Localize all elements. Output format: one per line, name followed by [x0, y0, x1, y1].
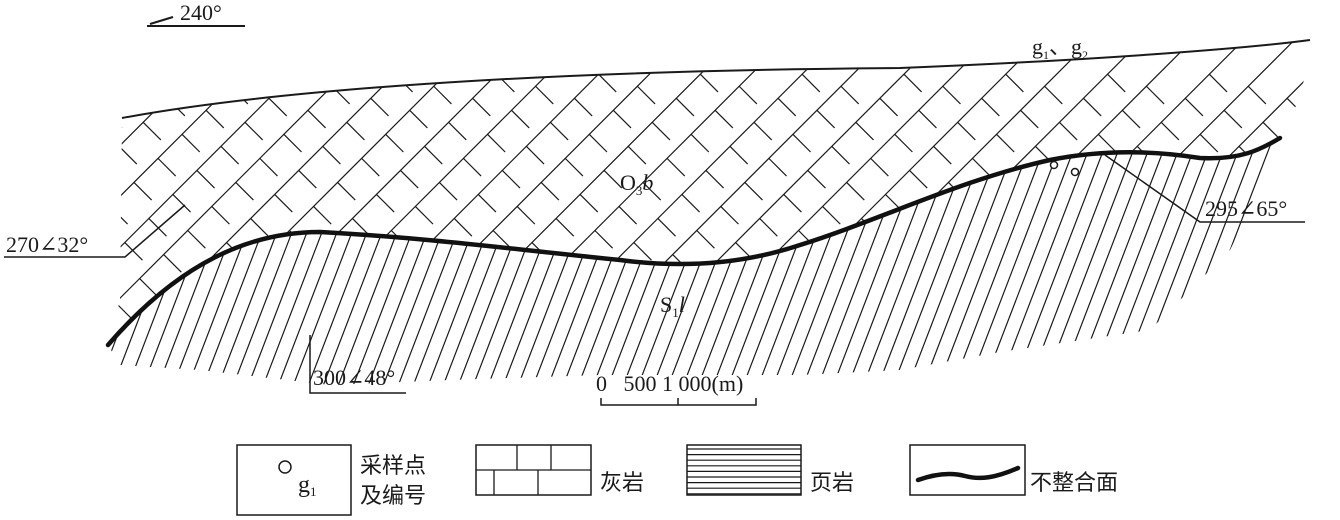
attitude-right-label: 295∠65° [1205, 196, 1287, 221]
stratum-label-upper: O3b [620, 170, 653, 198]
azimuth-marker: 240° [147, 0, 245, 27]
limestone-unit [108, 40, 1312, 345]
legend-item-shale: 页岩 [686, 444, 854, 496]
sample-symbol-icon [278, 460, 292, 474]
legend: g1 采样点 及编号 灰岩 页岩 不整合面 [236, 444, 1118, 516]
scale-bar-label: 0 500 1 000(m) [596, 371, 743, 396]
sample-label: g1、g2 [1032, 34, 1088, 62]
legend-sample-label-line1: 采样点 [360, 454, 426, 479]
legend-item-limestone: 灰岩 [475, 444, 644, 496]
attitude-left: 270∠32° [4, 204, 186, 258]
attitude-left-label: 270∠32° [6, 232, 88, 257]
legend-sample-label-line2: 及编号 [360, 484, 426, 509]
legend-limestone-label: 灰岩 [600, 471, 644, 496]
azimuth-label: 240° [180, 0, 222, 25]
sample-points: g1、g2 [1032, 34, 1088, 177]
scale-bar: 0 500 1 000(m) [596, 371, 757, 406]
attitude-bottom-label: 300∠48° [313, 365, 395, 390]
legend-item-unconformity: 不整合面 [909, 444, 1118, 496]
attitude-bottom: 300∠48° [309, 335, 406, 394]
legend-sample-symbol: g1 [298, 472, 317, 499]
sample-point-g1 [1049, 160, 1059, 170]
legend-unconformity-label: 不整合面 [1030, 471, 1118, 496]
attitude-right: 295∠65° [1104, 154, 1305, 223]
sample-point-g2 [1070, 167, 1080, 177]
unconformity-line [105, 135, 1283, 348]
unconformity-symbol-icon [915, 465, 1021, 483]
legend-shale-label: 页岩 [810, 471, 854, 496]
legend-item-sample: g1 采样点 及编号 [236, 444, 426, 516]
stratum-label-lower: S1l [660, 292, 685, 320]
ground-surface-line [121, 39, 1311, 119]
